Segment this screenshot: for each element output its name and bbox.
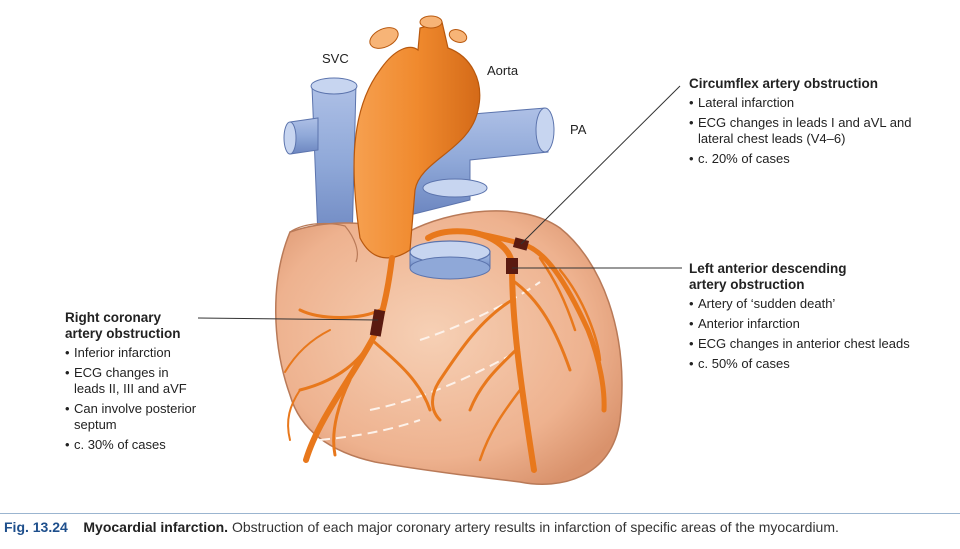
circumflex-leader xyxy=(520,85,681,245)
rca-occlusion xyxy=(369,309,386,337)
list-item: ECG changes in leads II, III and aVF xyxy=(65,365,200,397)
caption-title: Myocardial infarction. xyxy=(83,519,229,535)
rca-list: Inferior infarction ECG changes in leads… xyxy=(65,345,200,453)
caption-text: Obstruction of each major coronary arter… xyxy=(231,519,839,535)
figure-number: Fig. 13.24 xyxy=(4,519,68,535)
aorta-label: Aorta xyxy=(487,63,519,78)
list-item: Inferior infarction xyxy=(65,345,200,361)
circumflex-annotation: Circumflex artery obstruction Lateral in… xyxy=(689,76,919,171)
pa-label: PA xyxy=(570,122,587,137)
list-item: c. 20% of cases xyxy=(689,151,919,167)
lad-occlusion xyxy=(506,258,518,274)
list-item: Lateral infarction xyxy=(689,95,919,111)
heart-body xyxy=(275,210,623,485)
leader-lines xyxy=(197,85,682,321)
lad-title: Left anterior descending artery obstruct… xyxy=(689,261,847,292)
figure-caption: Fig. 13.24 Myocardial infarction. Obstru… xyxy=(4,519,839,535)
rca-leader xyxy=(197,317,379,321)
lad-list: Artery of ‘sudden death’ Anterior infarc… xyxy=(689,296,929,372)
svc-label: SVC xyxy=(322,51,349,66)
rca-annotation: Right coronary artery obstruction Inferi… xyxy=(65,310,200,457)
list-item: c. 30% of cases xyxy=(65,437,200,453)
heart-illustration xyxy=(197,15,682,485)
list-item: Can involve posterior septum xyxy=(65,401,200,433)
list-item: Anterior infarction xyxy=(689,316,929,332)
list-item: ECG changes in leads I and aVL and later… xyxy=(689,115,919,147)
aorta-vessel xyxy=(353,15,481,259)
svc-vessel xyxy=(283,77,358,246)
circumflex-list: Lateral infarction ECG changes in leads … xyxy=(689,95,919,167)
pulmonary-trunk xyxy=(409,240,491,280)
list-item: c. 50% of cases xyxy=(689,356,929,372)
list-item: ECG changes in anterior chest leads xyxy=(689,336,929,352)
circumflex-title: Circumflex artery obstruction xyxy=(689,76,879,91)
coronary-arteries xyxy=(284,228,607,473)
caption-divider xyxy=(0,513,960,514)
list-item: Artery of ‘sudden death’ xyxy=(689,296,929,312)
rca-title: Right coronary artery obstruction xyxy=(65,310,181,341)
lad-annotation: Left anterior descending artery obstruct… xyxy=(689,261,929,376)
right-atrium xyxy=(289,222,358,263)
